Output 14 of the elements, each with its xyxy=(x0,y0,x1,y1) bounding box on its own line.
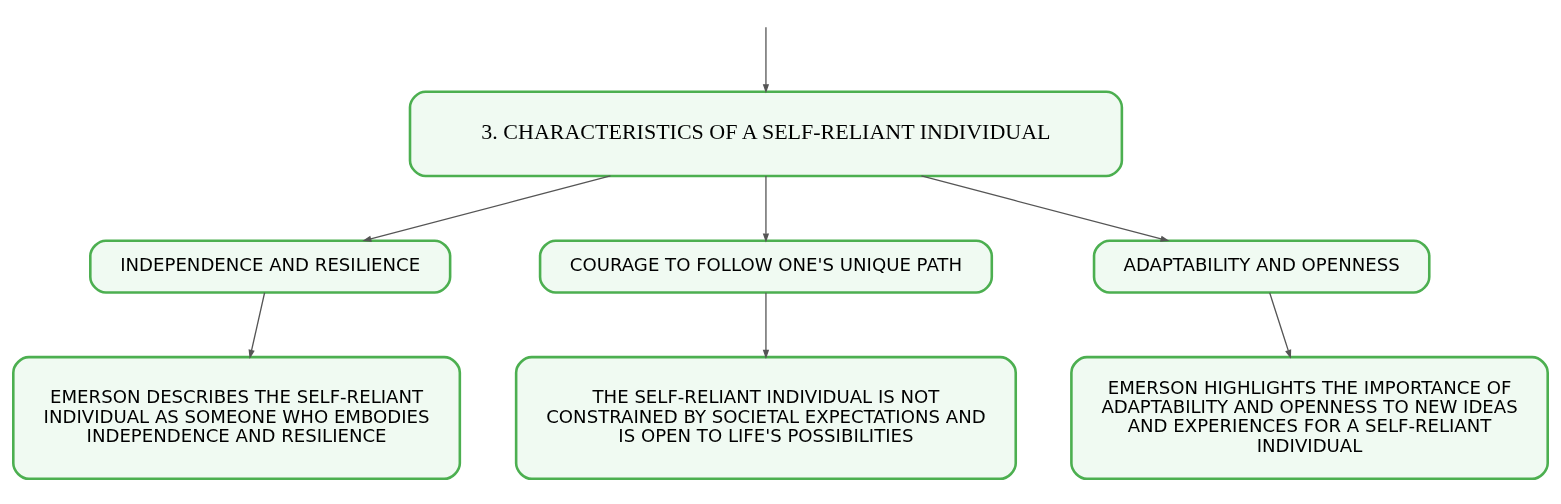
node-box: COURAGE TO FOLLOW ONE'S UNIQUE PATH xyxy=(538,238,994,294)
arrow xyxy=(920,174,1170,242)
node-box: EMERSON HIGHLIGHTS THE IMPORTANCE OF ADAPTABILITY AND OPENNESS TO NEW IDEAS AND EXPERIENCES FOR A SELF-RELIANT INDIVIDUAL xyxy=(1070,355,1549,480)
arrow xyxy=(362,174,612,242)
node-box: THE SELF-RELIANT INDIVIDUAL IS NOT CONSTRAINED BY SOCIETAL EXPECTATIONS AND IS OPEN TO LIFE'S POSSIBILITIES xyxy=(514,355,1018,480)
arrow xyxy=(248,291,266,359)
node-box: 3. CHARACTERISTICS OF A SELF-RELIANT INDIVIDUAL xyxy=(408,90,1124,177)
arrow xyxy=(1269,291,1292,359)
node-box: EMERSON DESCRIBES THE SELF-RELIANT INDIVIDUAL AS SOMEONE WHO EMBODIES INDEPENDENCE AND RESILIENCE xyxy=(12,355,462,480)
node-box: ADAPTABILITY AND OPENNESS xyxy=(1092,238,1431,294)
arrow xyxy=(762,26,770,93)
node-box: INDEPENDENCE AND RESILIENCE xyxy=(89,238,452,294)
arrow xyxy=(762,174,770,242)
arrow xyxy=(762,291,770,359)
